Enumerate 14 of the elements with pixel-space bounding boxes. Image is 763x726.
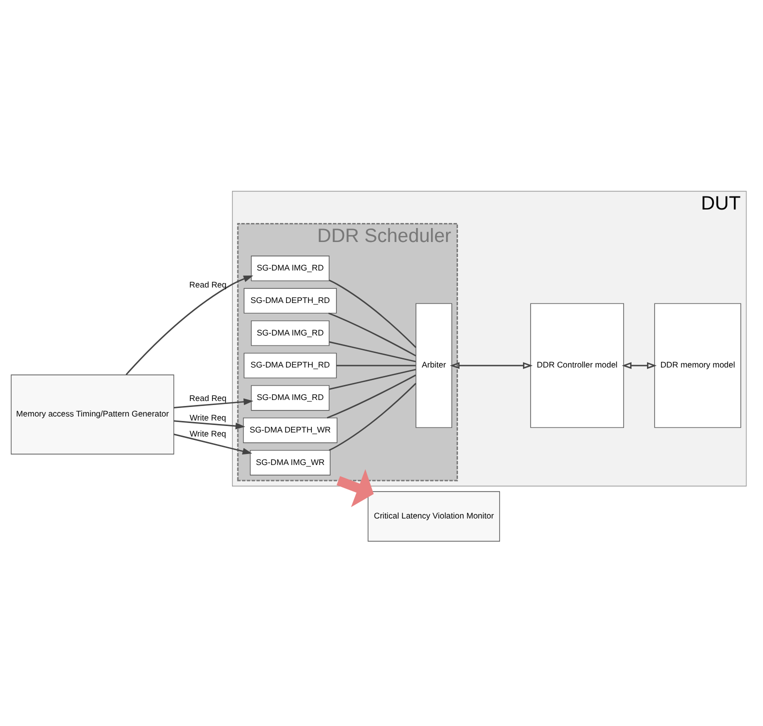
connector xyxy=(328,382,416,450)
connector xyxy=(326,374,416,418)
connector xyxy=(336,364,416,366)
arrow xyxy=(174,398,254,408)
connector xyxy=(328,312,416,356)
connector xyxy=(329,368,416,390)
connector xyxy=(328,279,416,348)
connector xyxy=(329,340,416,362)
arrow xyxy=(450,362,533,368)
arrow xyxy=(336,468,374,507)
arrow xyxy=(174,420,246,429)
arrow xyxy=(622,362,657,368)
arrow xyxy=(126,275,254,375)
arrow xyxy=(174,433,252,454)
